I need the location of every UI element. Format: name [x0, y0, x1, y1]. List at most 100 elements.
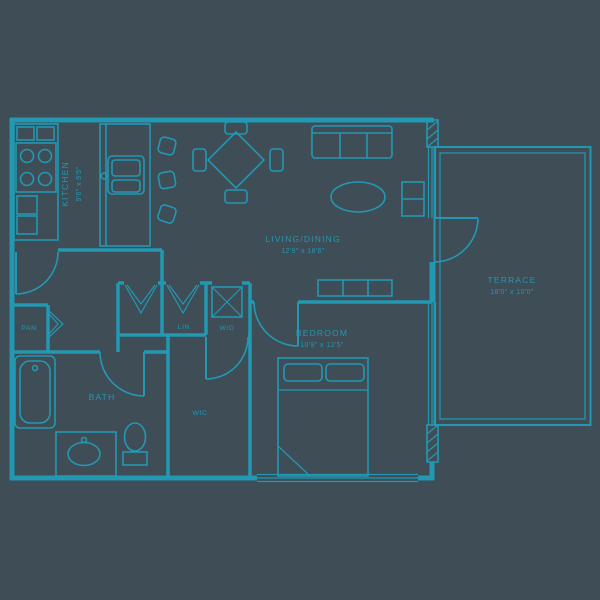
sink-basin [67, 441, 101, 467]
sink-bowl [111, 159, 141, 177]
linen-label: LIN [178, 324, 190, 331]
bath-fixtures [14, 355, 148, 477]
dishwasher-drawer [16, 215, 38, 235]
rug [330, 181, 386, 213]
washer-dryer-outline [211, 286, 243, 318]
living-dining-dims: 12'9" x 18'6" [281, 248, 325, 255]
bath-walls [12, 335, 170, 478]
range-stove [15, 142, 57, 193]
bath-label: BATH [89, 392, 116, 402]
terrace-label: TERRACE [487, 275, 536, 285]
bed [277, 357, 369, 477]
cabinet-section [16, 126, 35, 141]
blanket-fold [277, 445, 311, 477]
dining-chair [224, 189, 248, 204]
stool [157, 204, 177, 224]
kitchen-fixtures [13, 123, 177, 247]
kitchen-label: KITCHEN [60, 161, 70, 207]
hatch-block-top [426, 119, 439, 148]
tub-basin [19, 360, 51, 424]
burner-icon [37, 148, 53, 164]
burner-icon [19, 171, 35, 187]
stool [157, 136, 177, 156]
door-arc [253, 301, 299, 347]
dining-table [206, 130, 266, 190]
dining-chair [224, 121, 248, 135]
door-arc [433, 217, 479, 263]
toilet-bowl [123, 422, 147, 452]
dining-chair [269, 148, 284, 172]
bifold-door-linen-closet [166, 284, 200, 315]
sofa-cushion-lines [312, 132, 392, 158]
kitchen-hall-walls [58, 248, 164, 283]
bedroom-bottom-window [257, 473, 418, 483]
room-labels: KITCHEN 9'6" x 9'5" LIVING/DINING 12'9" … [21, 161, 536, 417]
kitchen-dims: 9'6" x 9'5" [76, 166, 83, 201]
terrace-border [433, 146, 592, 426]
tv-cabinet [401, 181, 425, 217]
interior-walls [12, 248, 432, 478]
wic-label: WIC [192, 410, 207, 417]
media-console [317, 279, 393, 297]
bedroom-door [253, 301, 299, 347]
door-arc [99, 351, 145, 397]
tub-outline [14, 355, 56, 429]
kitchen-door [15, 251, 59, 295]
bifold-door-pantry [47, 309, 64, 339]
kitchen-sink [107, 155, 145, 195]
pantry-bifold-door [47, 309, 64, 339]
door-arc [205, 336, 249, 380]
pantry-label: PAN [21, 325, 36, 332]
burner-icon [19, 148, 35, 164]
sofa [311, 125, 393, 159]
console-dividers [342, 280, 369, 296]
pillow [283, 363, 323, 382]
console-outline [317, 279, 393, 297]
terrace-railing [439, 152, 586, 420]
wic-door [205, 336, 249, 380]
dining-chair [192, 148, 207, 172]
faucet-icon [80, 436, 88, 444]
bedroom-fixtures [277, 357, 369, 477]
terrace-dims: 18'0" x 10'0" [490, 289, 534, 296]
dishwasher-drawer [16, 195, 38, 215]
toilet [122, 422, 148, 466]
tub-drain-icon [31, 364, 39, 372]
bar-stools [157, 136, 177, 224]
vanity-sink [55, 431, 117, 477]
bathtub [14, 355, 56, 429]
bath-door [99, 351, 145, 397]
sofa-outline [311, 125, 393, 159]
stool [157, 170, 177, 190]
vanity-counter [55, 431, 117, 477]
faucet-icon [100, 172, 108, 180]
washer-dryer-unit [211, 286, 243, 318]
dining-table-set [192, 121, 284, 204]
toilet-tank [122, 451, 148, 466]
sink-bowl [111, 179, 141, 193]
stove-outline [15, 142, 57, 193]
windows [257, 147, 437, 483]
terrace-outline [433, 146, 592, 426]
hatch-lines-bottom [426, 424, 439, 462]
kitchen-island [99, 123, 151, 247]
cabinet-section [36, 126, 55, 141]
burner-icon [37, 171, 53, 187]
island-outline [99, 123, 151, 247]
closet-bifold-doors [124, 284, 200, 315]
hatch-lines-top [426, 120, 439, 148]
washer-dryer-label: W/D [219, 325, 234, 332]
doors [15, 217, 479, 397]
exterior-walls [9, 117, 435, 481]
bifold-door-left-closet [124, 284, 158, 315]
terrace-door [433, 217, 479, 263]
washer-dryer-cross [211, 286, 243, 318]
door-arc [15, 251, 59, 295]
bedroom-label: BEDROOM [296, 328, 348, 338]
kitchen-counter [13, 123, 59, 241]
living-dining-fixtures [192, 121, 425, 297]
pantry-walls [12, 303, 50, 352]
pillow [325, 363, 365, 382]
hatched-wall-sections [426, 119, 439, 463]
